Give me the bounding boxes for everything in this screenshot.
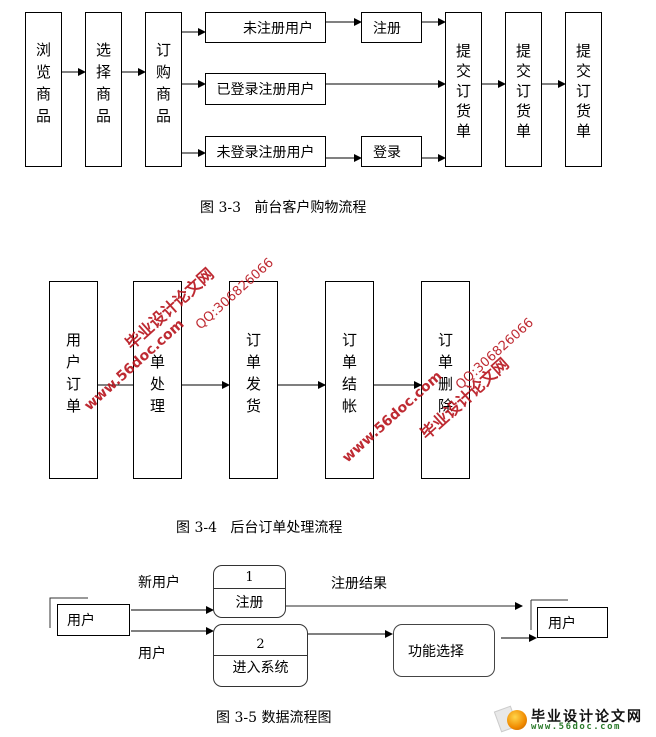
node-browse-goods: 浏 览 商 品 — [25, 12, 62, 167]
globe-icon — [507, 710, 527, 730]
process-1-register: 1 注册 — [213, 565, 286, 618]
site-logo: 毕业设计论文网 www.56doc.com — [493, 705, 653, 734]
entity-user-source: 用户 — [57, 604, 130, 636]
node-submit-order-1: 提 交 订 货 单 — [445, 12, 482, 167]
process-2-enter-system: 2 进入系统 — [213, 624, 308, 687]
node-order-deletion: 订 单 删 除 — [421, 281, 470, 479]
node-select-goods: 选 择 商 品 — [85, 12, 122, 167]
node-not-logged-in-user: 未登录注册用户 — [205, 136, 326, 167]
node-submit-order-2: 提 交 订 货 单 — [505, 12, 542, 167]
node-order-settlement: 订 单 结 帐 — [325, 281, 374, 479]
flow-label-user: 用户 — [138, 646, 166, 662]
node-submit-order-3: 提 交 订 货 单 — [565, 12, 602, 167]
entity-user-destination: 用户 — [537, 607, 608, 638]
node-logged-in-user: 已登录注册用户 — [205, 73, 326, 105]
node-register: 注册 — [361, 12, 422, 43]
node-unregistered-user: 未注册用户 — [205, 12, 326, 43]
logo-url: www.56doc.com — [531, 722, 621, 732]
node-user-order: 用 户 订 单 — [49, 281, 98, 479]
node-order-shipping: 订 单 发 货 — [229, 281, 278, 479]
caption-fig-3-4: 图 3-4 后台订单处理流程 — [176, 520, 343, 536]
caption-fig-3-5: 图 3-5 数据流程图 — [216, 710, 332, 726]
caption-fig-3-3: 图 3-3 前台客户购物流程 — [200, 200, 367, 216]
flow-label-new-user: 新用户 — [138, 575, 180, 591]
flow-label-register-result: 注册结果 — [331, 576, 387, 592]
node-order-goods: 订 购 商 品 — [145, 12, 182, 167]
logo-title: 毕业设计论文网 — [531, 709, 643, 725]
node-login: 登录 — [361, 136, 422, 167]
process-function-select: 功能选择 — [393, 624, 495, 677]
node-order-processing: 单 处 理 — [133, 281, 182, 479]
